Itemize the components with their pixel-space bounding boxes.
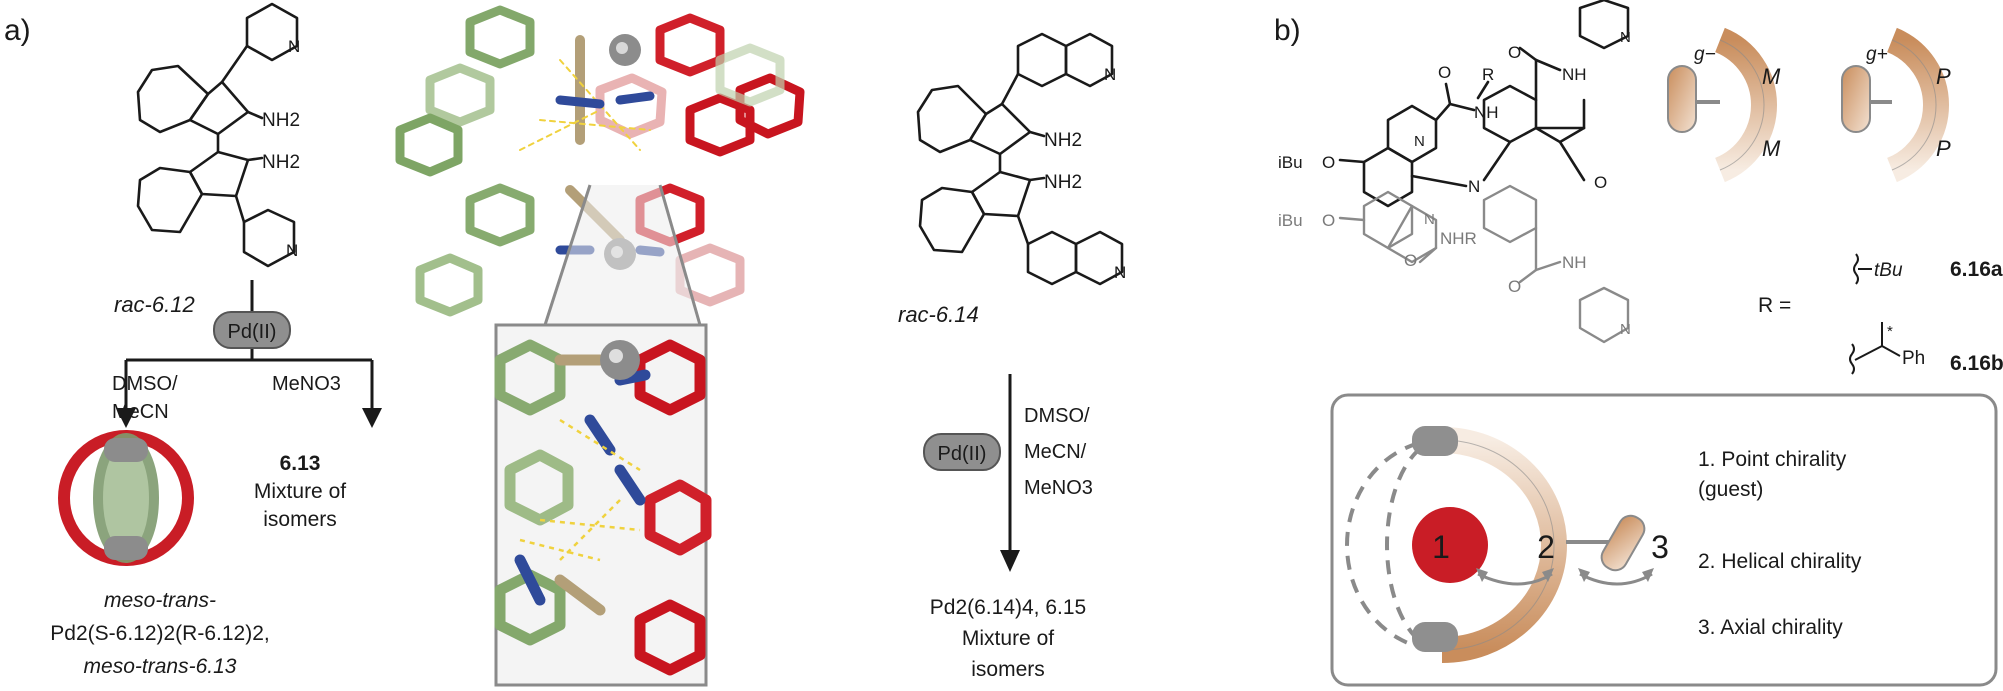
r-equals: R = <box>1758 294 1791 317</box>
r-substituents <box>1849 253 1901 375</box>
meso-line3: meso-trans-6.13 <box>84 655 237 678</box>
pd-reagent-badge-left <box>213 311 291 349</box>
b-nh-2: NH <box>1562 65 1587 84</box>
label-g-minus: g− <box>1694 44 1716 65</box>
nh2-label-4: NH2 <box>1044 172 1082 193</box>
label-helix-2: 2 <box>1537 529 1555 565</box>
chirality-schematic-box <box>1330 393 1998 687</box>
legend-axial-chirality: 3. Axial chirality <box>1698 616 1843 639</box>
nh2-label-2: NH2 <box>262 152 300 173</box>
panel-b-label: b) <box>1274 14 1301 47</box>
meso-cage-schematic <box>58 430 194 566</box>
b-r-1: R <box>1482 65 1494 84</box>
reaction-arrow-right <box>923 374 1020 572</box>
cond-right-2: MeCN/ <box>1024 441 1087 463</box>
reagent-pd-right: Pd(II) <box>938 443 987 465</box>
label-m-bottom: M <box>1762 136 1781 161</box>
cond-meno3: MeNO3 <box>272 373 341 395</box>
reaction-tree-left <box>116 280 382 428</box>
cond-right-3: MeNO3 <box>1024 477 1093 499</box>
structure-616: O NH R iBu O N iBu O O NHR N N O O NH N … <box>1278 0 1631 344</box>
isoquinoline-n-bottom: N <box>1114 263 1126 282</box>
label-star: * <box>1887 323 1893 340</box>
meso-line1: meso-trans- <box>104 589 216 612</box>
b-o-1: O <box>1438 63 1451 82</box>
b-n-q2: N <box>1424 211 1435 228</box>
mixture-line1: Mixture of <box>254 480 346 503</box>
b-nhr: NHR <box>1440 229 1477 248</box>
pyridine-n-top: N <box>288 37 300 56</box>
crystal-zoom-inset <box>494 323 712 687</box>
product-613: 6.13 <box>280 452 321 475</box>
cond-mecn: MeCN <box>112 401 169 423</box>
b-n-acridone: N <box>1468 177 1480 196</box>
b-o-3: O <box>1322 211 1335 230</box>
mixture-right-2: isomers <box>971 658 1045 681</box>
b-o-2: O <box>1322 153 1335 172</box>
helix-schematic-p <box>1841 27 1950 183</box>
b-o-5: O <box>1594 173 1607 192</box>
compound-rac-614: rac-6.14 <box>898 302 979 327</box>
legend-helical-chirality: 2. Helical chirality <box>1698 550 1862 573</box>
mixture-line2: isomers <box>263 508 337 531</box>
b-pyr-n-bottom: N <box>1620 321 1631 338</box>
cond-dmso: DMSO/ <box>112 373 178 395</box>
label-p-bottom: P <box>1936 136 1951 161</box>
zoom-callout <box>543 184 702 326</box>
meso-line2: Pd2(S-6.12)2(R-6.12)2, <box>50 622 269 645</box>
b-o-7: O <box>1508 277 1521 296</box>
b-ibu-1: iBu <box>1278 153 1303 172</box>
b-o-6: O <box>1508 43 1521 62</box>
label-axial-3: 3 <box>1651 529 1669 565</box>
label-guest-1: 1 <box>1432 529 1450 565</box>
b-o-4: O <box>1404 251 1417 270</box>
helix-schematic-m <box>1667 27 1778 183</box>
nh2-label-3: NH2 <box>1044 130 1082 151</box>
label-p-top: P <box>1936 64 1951 89</box>
b-pyr-n-top: N <box>1620 29 1631 46</box>
pd-reagent-badge-right <box>923 433 1001 471</box>
legend-point-chirality: 1. Point chirality <box>1698 448 1847 471</box>
label-ph: Ph <box>1902 348 1925 369</box>
label-g-plus: g+ <box>1866 44 1888 65</box>
reagent-pd-left: Pd(II) <box>228 321 277 343</box>
cond-right-1: DMSO/ <box>1024 405 1090 427</box>
compound-616a: 6.16a <box>1950 258 2003 281</box>
b-nh-3: NH <box>1562 253 1587 272</box>
product-615: Pd2(6.14)4, 6.15 <box>930 596 1086 619</box>
compound-616b: 6.16b <box>1950 352 2003 375</box>
pyridine-n-bottom: N <box>286 241 298 260</box>
compound-rac-612: rac-6.12 <box>114 292 195 317</box>
label-m-top: M <box>1762 64 1781 89</box>
b-ibu-2: iBu <box>1278 211 1303 230</box>
b-n-q1: N <box>1414 133 1425 150</box>
legend-guest: (guest) <box>1698 478 1763 501</box>
structure-rac-612: N NH2 NH2 N <box>136 2 300 268</box>
b-nh-1: NH <box>1474 103 1499 122</box>
isoquinoline-n-top: N <box>1104 65 1116 84</box>
mixture-right-1: Mixture of <box>962 627 1054 650</box>
structure-rac-614: N NH2 NH2 N <box>916 32 1126 286</box>
nh2-label-1: NH2 <box>262 110 300 131</box>
label-tbu: tBu <box>1874 260 1903 281</box>
panel-a-label: a) <box>4 14 31 47</box>
